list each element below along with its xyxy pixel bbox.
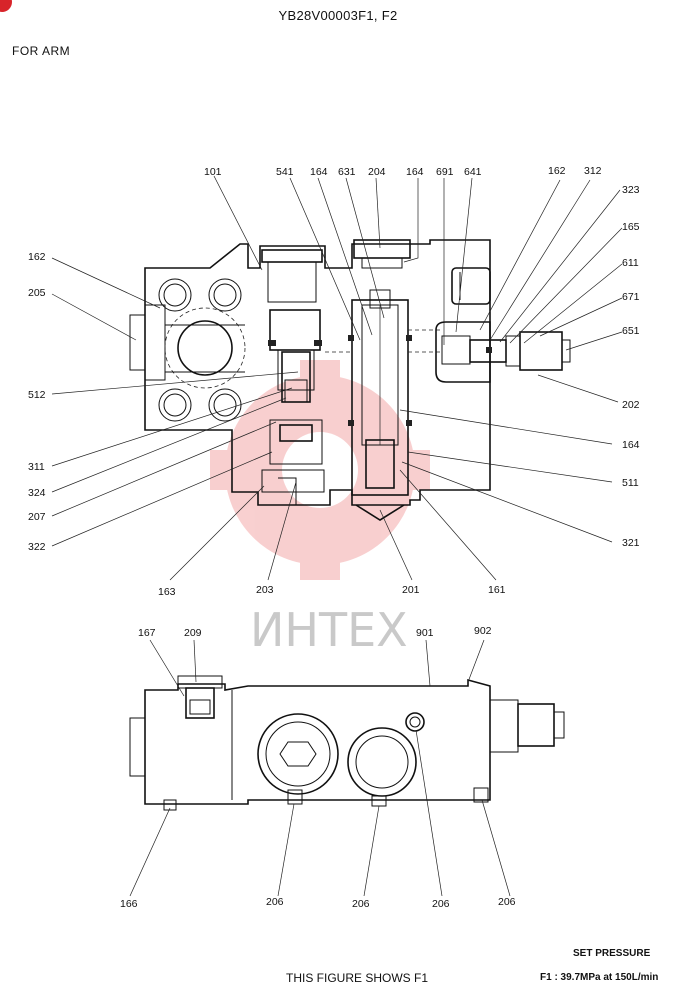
callout-631: 631 xyxy=(338,166,356,178)
callout-691: 691 xyxy=(436,166,454,178)
callout-161: 161 xyxy=(488,584,506,596)
callout-202: 202 xyxy=(622,399,640,411)
callout-206-d: 206 xyxy=(498,896,516,908)
figure-caption: THIS FIGURE SHOWS F1 xyxy=(286,971,429,985)
callout-201: 201 xyxy=(402,584,420,596)
callout-322: 322 xyxy=(28,541,46,553)
callout-902: 902 xyxy=(474,625,492,637)
page-subtitle: FOR ARM xyxy=(12,44,71,58)
set-pressure-title: SET PRESSURE xyxy=(573,948,651,959)
callout-167: 167 xyxy=(138,627,156,639)
callout-165: 165 xyxy=(622,221,640,233)
callout-164-b: 164 xyxy=(406,166,424,178)
callout-163: 163 xyxy=(158,586,176,598)
callout-511: 511 xyxy=(622,477,639,489)
callout-162-right: 162 xyxy=(548,165,566,177)
callout-641: 641 xyxy=(464,166,482,178)
bottom-view-body xyxy=(129,675,565,811)
callout-207: 207 xyxy=(28,511,46,523)
callout-labels-top: 101 541 164 631 204 164 691 641 162 312 … xyxy=(28,165,640,598)
leader-lines-bottom xyxy=(129,639,511,897)
callout-671: 671 xyxy=(622,291,640,303)
leader-lines-top xyxy=(51,175,623,581)
callout-166: 166 xyxy=(120,898,138,910)
callout-541: 541 xyxy=(276,166,294,178)
callout-206-c: 206 xyxy=(432,898,450,910)
callout-321: 321 xyxy=(622,537,640,549)
callout-611: 611 xyxy=(622,257,639,269)
callout-512: 512 xyxy=(28,389,46,401)
top-view-body xyxy=(129,239,571,521)
watermark-text: ИНТЕХ xyxy=(250,603,408,657)
callout-164-c: 164 xyxy=(622,439,640,451)
callout-labels-bottom: 167 209 901 902 166 206 206 206 206 xyxy=(120,625,516,910)
callout-162-left: 162 xyxy=(28,251,46,263)
callout-651: 651 xyxy=(622,325,640,337)
corner-badge xyxy=(0,0,12,12)
callout-324: 324 xyxy=(28,487,46,499)
callout-204: 204 xyxy=(368,166,386,178)
callout-901: 901 xyxy=(416,627,434,639)
callout-205: 205 xyxy=(28,287,46,299)
set-pressure-value: F1 : 39.7MPa at 150L/min xyxy=(540,972,659,983)
callout-206-a: 206 xyxy=(266,896,284,908)
callout-312: 312 xyxy=(584,165,602,177)
callout-323: 323 xyxy=(622,184,640,196)
callout-101: 101 xyxy=(204,166,222,178)
page-title: YB28V00003F1, F2 xyxy=(278,8,398,23)
callout-203: 203 xyxy=(256,584,274,596)
callout-209: 209 xyxy=(184,627,202,639)
callout-206-b: 206 xyxy=(352,898,370,910)
callout-311: 311 xyxy=(28,461,45,473)
callout-164-a: 164 xyxy=(310,166,328,178)
